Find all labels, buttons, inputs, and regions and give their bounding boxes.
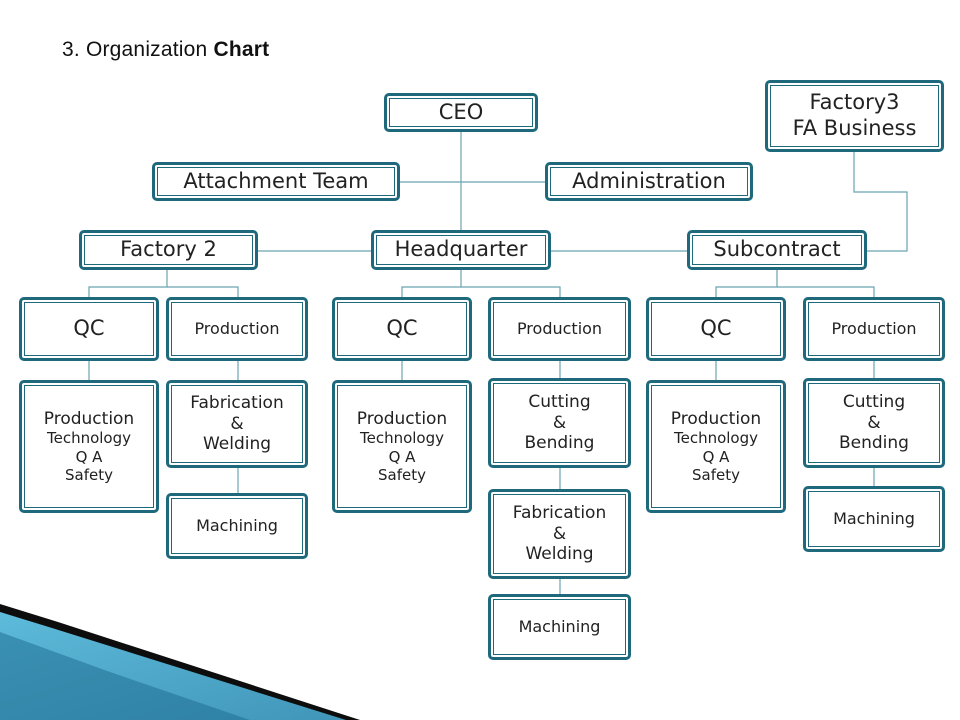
prod-tech-line1: Production xyxy=(356,408,448,429)
node-sub-machining: Machining xyxy=(803,486,945,552)
cut-bend-line1: Cutting xyxy=(842,391,906,412)
node-hq-machining: Machining xyxy=(488,594,631,660)
node-sub-prod-tech: Production Technology Q A Safety xyxy=(646,380,786,513)
fab-weld-line2: & xyxy=(230,413,244,434)
title-suffix: Chart xyxy=(213,38,270,61)
page-title: 3. Organization Chart xyxy=(62,38,269,62)
prod-tech-line2: Technology xyxy=(359,429,445,448)
subcontract-label: Subcontract xyxy=(713,237,841,262)
factory3-line2: FA Business xyxy=(792,116,917,140)
administration-label: Administration xyxy=(572,168,726,193)
node-factory2-machining: Machining xyxy=(166,493,308,559)
production-label: Production xyxy=(194,319,280,339)
cut-bend-line1: Cutting xyxy=(528,391,591,412)
qc-label: QC xyxy=(386,316,418,341)
prod-tech-line2: Technology xyxy=(673,429,759,448)
prod-tech-line2: Technology xyxy=(46,429,132,448)
factory3-line1: Factory3 xyxy=(809,90,900,115)
attachment-team-label: Attachment Team xyxy=(183,168,369,193)
node-hq-cut-bend: Cutting & Bending xyxy=(488,378,631,468)
node-factory3: Factory3 FA Business xyxy=(765,80,944,152)
node-factory2-production: Production xyxy=(166,297,308,361)
prod-tech-line3: Q A xyxy=(75,447,103,466)
prod-tech-line4: Safety xyxy=(65,466,113,485)
node-attachment-team: Attachment Team xyxy=(152,162,400,201)
prod-tech-line3: Q A xyxy=(388,447,416,466)
prod-tech-line1: Production xyxy=(43,408,135,429)
factory2-label: Factory 2 xyxy=(120,237,217,262)
node-hq-qc: QC xyxy=(332,297,472,361)
node-subcontract: Subcontract xyxy=(687,230,867,270)
node-hq-production: Production xyxy=(488,297,631,361)
node-factory2-prod-tech: Production Technology Q A Safety xyxy=(19,380,159,513)
machining-label: Machining xyxy=(518,617,601,637)
title-prefix: 3. Organization xyxy=(62,38,208,61)
node-hq-prod-tech: Production Technology Q A Safety xyxy=(332,380,472,513)
qc-label: QC xyxy=(73,316,105,341)
qc-label: QC xyxy=(700,316,732,341)
node-ceo: CEO xyxy=(384,93,538,132)
machining-label: Machining xyxy=(196,516,278,536)
node-headquarter: Headquarter xyxy=(371,230,551,270)
cut-bend-line3: Bending xyxy=(524,433,595,454)
node-hq-fab-weld: Fabrication & Welding xyxy=(488,489,631,579)
fab-weld-line1: Fabrication xyxy=(190,392,284,413)
node-factory2-fab-weld: Fabrication & Welding xyxy=(166,380,308,468)
ceo-label: CEO xyxy=(438,99,484,124)
node-factory2: Factory 2 xyxy=(79,230,258,270)
fab-weld-line3: Welding xyxy=(525,544,594,565)
node-administration: Administration xyxy=(545,162,753,201)
prod-tech-line1: Production xyxy=(670,408,762,429)
node-sub-production: Production xyxy=(803,297,945,361)
cut-bend-line2: & xyxy=(867,412,881,433)
fab-weld-line2: & xyxy=(552,523,567,544)
prod-tech-line4: Safety xyxy=(692,466,740,485)
node-sub-cut-bend: Cutting & Bending xyxy=(803,378,945,468)
cut-bend-line3: Bending xyxy=(839,433,909,454)
machining-label: Machining xyxy=(833,509,915,529)
prod-tech-line4: Safety xyxy=(378,466,426,485)
node-factory2-qc: QC xyxy=(19,297,159,361)
production-label: Production xyxy=(831,319,917,339)
fab-weld-line1: Fabrication xyxy=(512,502,607,523)
fab-weld-line3: Welding xyxy=(202,434,272,455)
cut-bend-line2: & xyxy=(552,412,567,433)
node-sub-qc: QC xyxy=(646,297,786,361)
headquarter-label: Headquarter xyxy=(394,237,528,262)
production-label: Production xyxy=(516,319,603,339)
prod-tech-line3: Q A xyxy=(702,447,730,466)
